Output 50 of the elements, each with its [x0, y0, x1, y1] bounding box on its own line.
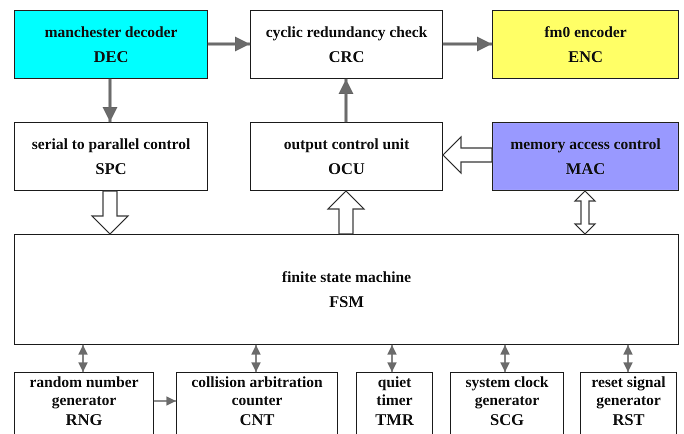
block-arrow — [442, 136, 493, 174]
block-arrow — [326, 190, 366, 235]
counter-block — [176, 372, 338, 434]
generator-block — [450, 372, 564, 434]
arrow — [443, 36, 492, 52]
arrow — [387, 345, 397, 372]
block-title: cyclic redundancy check — [264, 22, 428, 42]
block-abbreviation: FSM — [329, 290, 364, 312]
generator-block — [580, 372, 677, 434]
block-title: output control unit — [282, 134, 410, 154]
control-block — [492, 122, 679, 191]
block-title: collision arbitration counter — [190, 374, 324, 410]
state-machine-block — [14, 234, 679, 345]
decoder-block — [14, 10, 208, 79]
block-abbreviation: CRC — [328, 46, 364, 68]
double-block-arrow — [574, 190, 596, 235]
arrow — [154, 396, 176, 406]
block-abbreviation: OCU — [328, 158, 365, 180]
block-abbreviation: SPC — [95, 158, 127, 180]
check-block — [250, 10, 443, 79]
arrow — [338, 79, 354, 122]
arrow — [208, 36, 250, 52]
block-title: random number generator — [28, 374, 140, 410]
timer-block — [356, 372, 433, 434]
block-abbreviation: RNG — [66, 410, 102, 430]
control-block — [14, 122, 208, 191]
block-title: quiet timer — [375, 374, 414, 410]
block-abbreviation: RST — [612, 410, 645, 430]
generator-block — [14, 372, 154, 434]
block-title: memory access control — [509, 134, 662, 154]
block-title: fm0 encoder — [543, 22, 628, 42]
block-abbreviation: TMR — [375, 410, 414, 430]
block-abbreviation: CNT — [240, 410, 274, 430]
arrow — [102, 79, 118, 122]
control-block — [250, 122, 443, 191]
block-title: reset signal generator — [590, 374, 667, 410]
block-arrow — [90, 190, 130, 235]
arrow — [78, 345, 88, 372]
block-abbreviation: SCG — [490, 410, 524, 430]
arrow — [251, 345, 261, 372]
block-abbreviation: ENC — [568, 46, 603, 68]
block-abbreviation: DEC — [94, 46, 128, 68]
block-abbreviation: MAC — [566, 158, 606, 180]
block-title: finite state machine — [280, 268, 412, 288]
block-title: system clock generator — [464, 374, 550, 410]
encoder-block — [492, 10, 679, 79]
block-title: serial to parallel control — [30, 134, 192, 154]
arrow — [623, 345, 633, 372]
block-title: manchester decoder — [44, 22, 178, 42]
arrow — [500, 345, 510, 372]
